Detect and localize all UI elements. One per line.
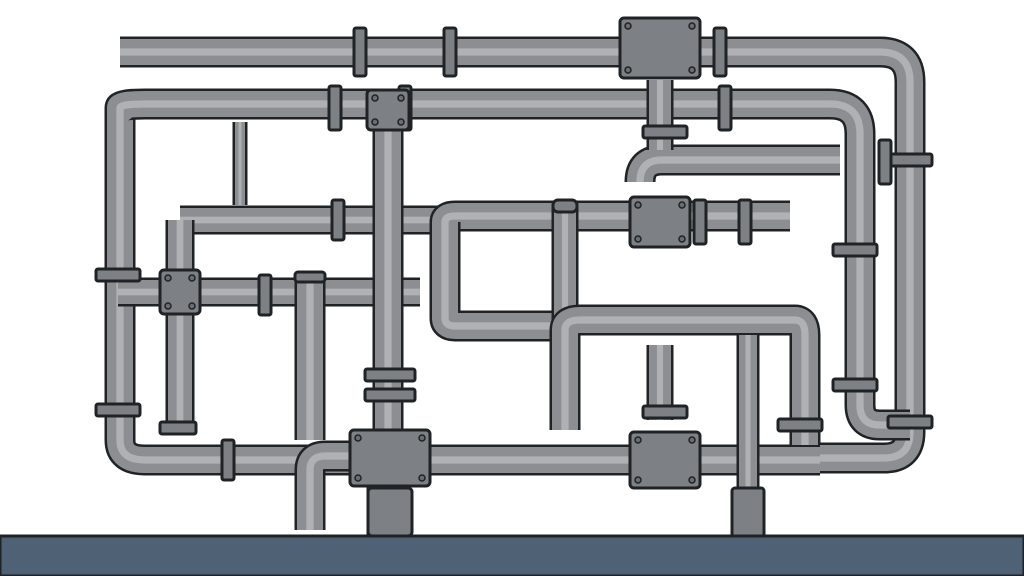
pipe-center-top-highlight (441, 212, 790, 223)
valve-bottom-center-bolt (418, 474, 426, 482)
valve-bottom-right-bolt (634, 436, 642, 444)
flange-collar (220, 438, 236, 482)
valve-center (628, 195, 692, 249)
flange-collar (877, 138, 893, 186)
valve-bottom-right-bolt (688, 436, 696, 444)
flange-collar (831, 377, 879, 393)
valve-bottom-center (348, 428, 432, 488)
tee-central-top-bolt (397, 94, 405, 102)
tee-left (158, 268, 202, 316)
flange-collar (257, 273, 273, 317)
valve-bottom-center-bolt (354, 474, 362, 482)
valve-bottom-right-body (628, 430, 702, 490)
pipe-center-s-loop-highlight (441, 222, 565, 330)
pipe-upper-right-branch (624, 144, 840, 183)
pipe-upper-right-branch-highlight (636, 156, 840, 183)
valve-center-bolt (678, 235, 686, 243)
flange-collar (363, 387, 417, 403)
end-cap-left-standpipe (293, 270, 327, 284)
flange-collar (94, 402, 142, 418)
pipe-center-s-loop (429, 222, 565, 342)
flange-collar (641, 404, 689, 420)
ground-strip (0, 534, 1024, 576)
pipe-left-ground-leg-highlight (306, 452, 360, 530)
valve-bottom-center-body (348, 428, 432, 488)
flange-collar (717, 84, 733, 132)
tee-left-bolt (164, 274, 172, 282)
flange-collar (352, 26, 368, 78)
valve-bottom-center-bolt (418, 434, 426, 442)
flange-collar (94, 267, 142, 283)
valve-top-bolt (624, 66, 632, 74)
valve-center-bolt (678, 201, 686, 209)
flange-collar (737, 198, 753, 246)
valve-bottom-right-bolt (688, 476, 696, 484)
flange-collar (886, 414, 934, 430)
valve-top-bolt (688, 66, 696, 74)
base-collar-thin-standpipe (730, 486, 766, 540)
valve-top (618, 16, 702, 80)
base-collar-central-outlet (366, 486, 414, 538)
flange-collar (330, 198, 346, 242)
tee-central-top (365, 88, 411, 132)
flange-collar (831, 242, 879, 258)
tee-left-bolt (188, 302, 196, 310)
flange-collar (363, 367, 417, 383)
valve-center-body (628, 195, 692, 249)
pipe-fittings (94, 16, 934, 540)
pipe-left-ground-leg (294, 440, 360, 530)
tee-central-top-bolt (397, 118, 405, 126)
flange-collar (712, 26, 728, 78)
valve-top-body (618, 16, 702, 80)
flange-collar (692, 198, 708, 246)
flange-collar (327, 84, 343, 132)
tee-left-bolt (188, 274, 196, 282)
flange-collar (641, 124, 689, 140)
end-cap-center-riser (551, 198, 579, 214)
flange-collar (886, 152, 934, 168)
pipe-second-run-highlight (116, 100, 910, 429)
tee-central-top-bolt (371, 118, 379, 126)
flange-collar (776, 417, 824, 433)
valve-bottom-center-bolt (354, 434, 362, 442)
pipe-left-loop (104, 108, 540, 476)
tee-central-top-bolt (371, 94, 379, 102)
tee-left-bolt (164, 302, 172, 310)
pipe-top-run (120, 36, 926, 420)
pipe-u-loop (549, 304, 821, 445)
valve-top-bolt (624, 22, 632, 30)
flange-collar (442, 26, 458, 78)
pipe-u-loop-highlight (561, 316, 809, 445)
valve-top-bolt (688, 22, 696, 30)
pipe-center-top (429, 200, 790, 232)
pipe-second-run (104, 88, 910, 441)
pipe-left-loop-highlight (116, 108, 540, 464)
valve-center-bolt (634, 235, 642, 243)
valve-center-bolt (634, 201, 642, 209)
flange-collar (158, 420, 198, 436)
valve-bottom-right (628, 430, 702, 490)
valve-bottom-right-bolt (634, 476, 642, 484)
pipe-top-run-highlight (120, 48, 914, 420)
